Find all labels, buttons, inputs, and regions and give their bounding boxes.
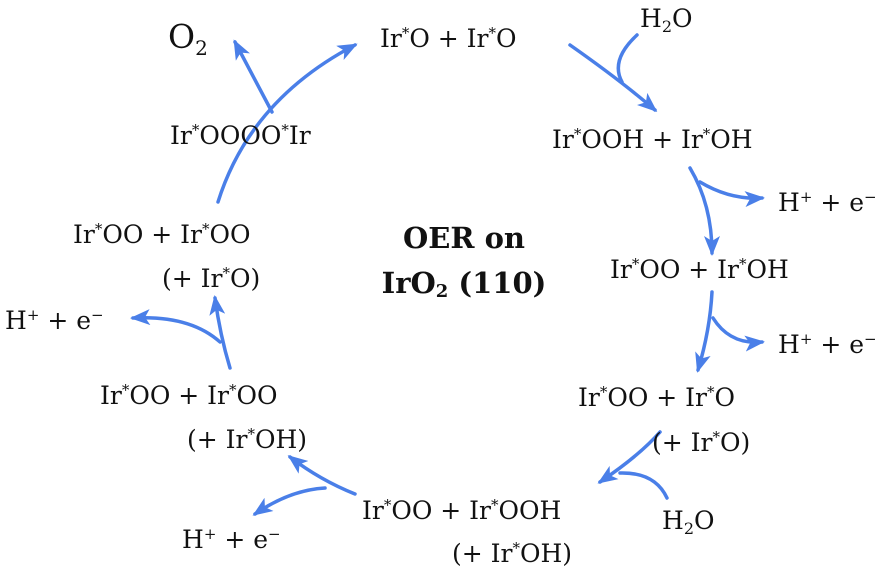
species-s6-extra: (+ Ir*OH) (187, 425, 308, 454)
h2o-in-top (616, 33, 639, 84)
arrow-s7-to-s8 (216, 43, 358, 204)
species-s6: Ir*OO + Ir*OO (100, 381, 278, 410)
arrow-s4-to-s5 (597, 430, 662, 484)
species-s4-extra: (+ Ir*O) (652, 428, 751, 457)
arrow-s6-to-s7 (209, 295, 232, 370)
proton-out-3 (252, 486, 327, 516)
proton-electron-1: H+ + e− (778, 188, 877, 217)
diagram-title: OER on IrO2 (110) (354, 216, 574, 306)
h2o-label-bottom: H2O (662, 506, 715, 538)
proton-out-2 (711, 316, 765, 352)
h2o-in-bottom (618, 471, 669, 500)
species-s7: Ir*OO + Ir*OO (73, 220, 251, 249)
proton-electron-2: H+ + e− (778, 330, 877, 359)
species-s3: Ir*OO + Ir*OH (610, 255, 789, 284)
arrow-s1-to-s2 (568, 43, 658, 112)
species-s2: Ir*OOH + Ir*OH (552, 125, 753, 154)
species-s1: Ir*O + Ir*O (380, 24, 517, 53)
proton-out-1 (698, 180, 765, 208)
title-line-1: OER on (403, 221, 525, 255)
proton-electron-3: H+ + e− (182, 525, 281, 554)
title-line-2: IrO2 (110) (381, 266, 547, 302)
o2-label: O2 (168, 17, 208, 60)
species-s4: Ir*OO + Ir*O (578, 383, 735, 412)
species-s5: Ir*OO + Ir*OOH (362, 496, 562, 525)
proton-out-4 (130, 309, 222, 344)
o2-release (233, 39, 274, 114)
species-s8: Ir*OOOO*Ir (170, 121, 311, 150)
h2o-label-top: H2O (640, 4, 693, 36)
proton-electron-4: H+ + e− (5, 306, 104, 335)
arrow-s5-to-s6 (287, 455, 357, 496)
species-s7-extra: (+ Ir*O) (162, 264, 261, 293)
arrow-s3-to-s4 (695, 290, 714, 373)
arrow-s2-to-s3 (688, 166, 720, 256)
species-s5-extra: (+ Ir*OH) (452, 539, 573, 568)
